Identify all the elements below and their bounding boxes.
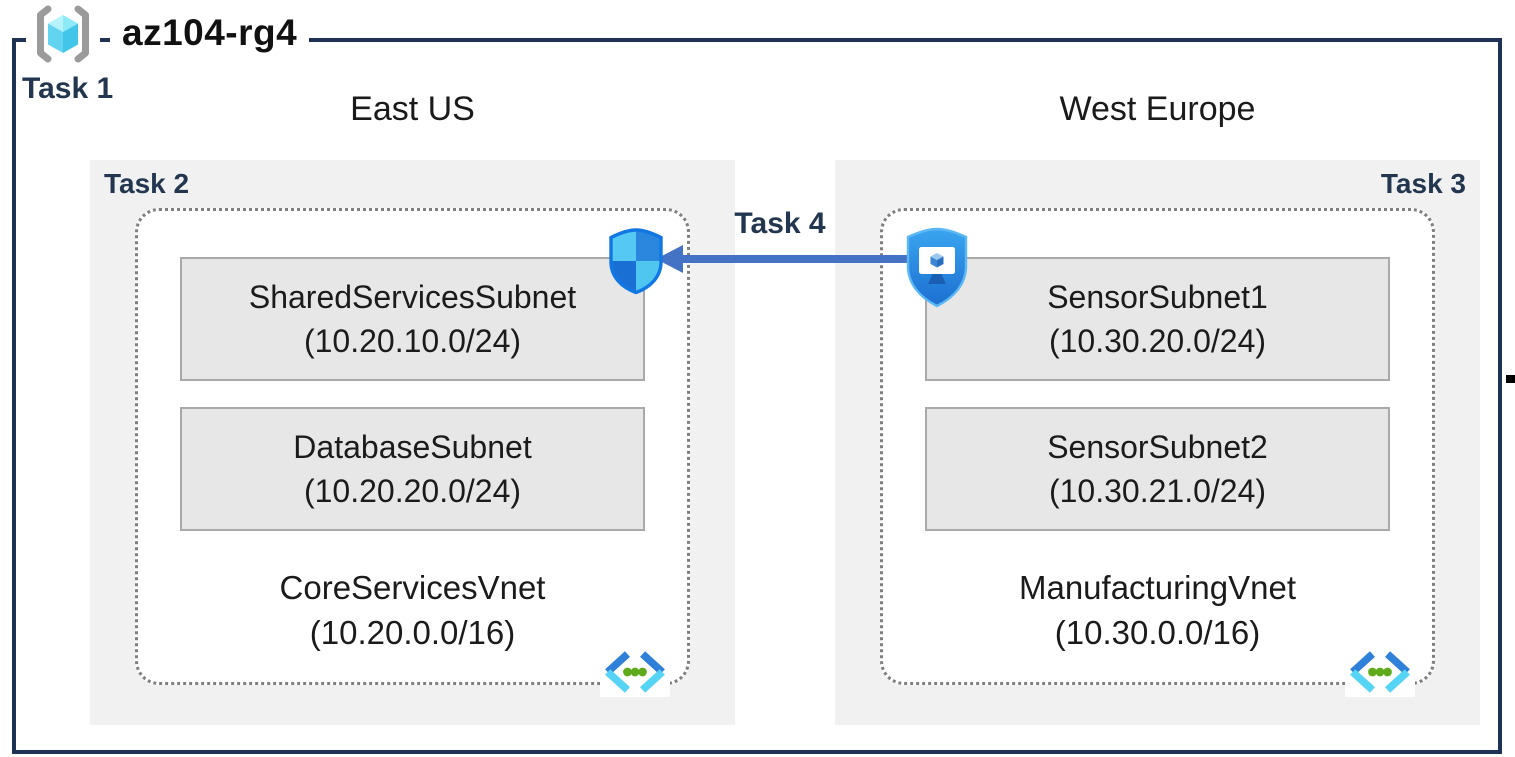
vnet-container-coreservices: SharedServicesSubnet (10.20.10.0/24) Dat… — [135, 208, 690, 697]
vnet-cidr: (10.30.0.0/16) — [1054, 614, 1261, 651]
region-box-east-us: Task 2 SharedServicesSubnet (10.20.10.0/… — [90, 160, 735, 725]
subnet-name: DatabaseSubnet — [293, 429, 532, 465]
region-box-west-europe: Task 3 SensorSubnet1 (10.30.20.0/24) Sen… — [835, 160, 1480, 725]
task4-label: Task 4 — [734, 207, 826, 240]
vnet-label-manufacturing: ManufacturingVnet (10.30.0.0/16) — [883, 565, 1432, 655]
subnet-database: DatabaseSubnet (10.20.20.0/24) — [180, 407, 645, 531]
subnet-sensor2: SensorSubnet2 (10.30.21.0/24) — [925, 407, 1390, 531]
subnet-cidr: (10.20.20.0/24) — [303, 473, 522, 509]
virtual-network-icon — [600, 647, 670, 697]
subnet-sensor1: SensorSubnet1 (10.30.20.0/24) — [925, 257, 1390, 381]
task3-label: Task 3 — [1380, 168, 1466, 199]
task2-label: Task 2 — [104, 168, 190, 199]
vnet-cidr: (10.20.0.0/16) — [309, 614, 516, 651]
vnet-label-coreservices: CoreServicesVnet (10.20.0.0/16) — [138, 565, 687, 655]
resource-group-icon — [26, 3, 100, 65]
subnet-name: SensorSubnet2 — [1047, 429, 1268, 465]
subnet-name: SensorSubnet1 — [1047, 279, 1268, 315]
subnet-cidr: (10.20.10.0/24) — [303, 323, 522, 359]
task4-arrow — [656, 245, 915, 273]
dash-mark — [1506, 375, 1515, 383]
resource-group-border — [12, 38, 1502, 754]
region-label-west-europe: West Europe — [1059, 90, 1256, 128]
subnet-sharedservices: SharedServicesSubnet (10.20.10.0/24) — [180, 257, 645, 381]
resource-group-title: az104-rg4 — [110, 12, 310, 54]
task1-label: Task 1 — [22, 72, 114, 105]
resource-group-icon-svg — [37, 5, 89, 63]
network-security-group-icon — [609, 228, 663, 295]
subnet-cidr: (10.30.20.0/24) — [1048, 323, 1267, 359]
vnet-container-manufacturing: SensorSubnet1 (10.30.20.0/24) SensorSubn… — [880, 208, 1435, 697]
region-label-east-us: East US — [350, 90, 475, 128]
subnet-name: SharedServicesSubnet — [248, 279, 577, 315]
subnet-cidr: (10.30.21.0/24) — [1048, 473, 1267, 509]
vnet-name: CoreServicesVnet — [279, 569, 546, 606]
application-security-group-icon — [906, 227, 968, 308]
virtual-network-icon — [1345, 647, 1415, 697]
vnet-name: ManufacturingVnet — [1018, 569, 1296, 606]
